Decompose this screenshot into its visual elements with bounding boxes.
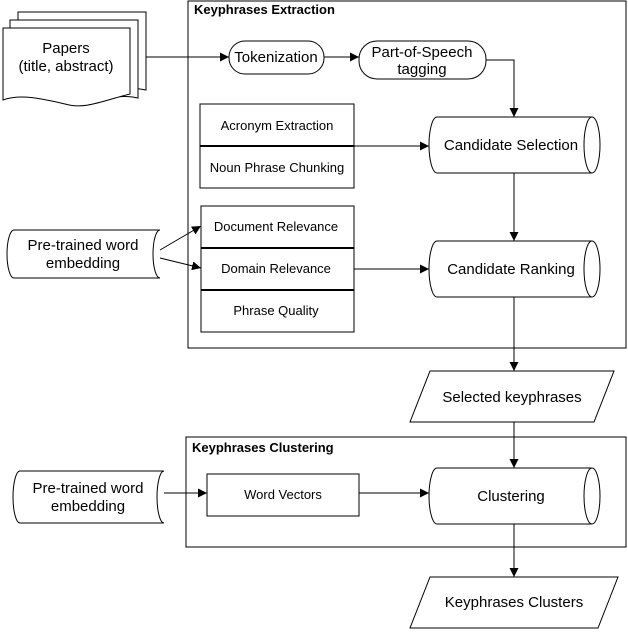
selected-keyphrases-node: Selected keyphrases [409, 370, 615, 423]
pos-tagging-label-line1: Part-of-Speech [372, 44, 473, 61]
pretrained-embedding-node-1: Pre-trained word embedding [6, 229, 161, 279]
keyphrases-clustering-section: Keyphrases Clustering [185, 436, 627, 548]
noun-phrase-chunking-label: Noun Phrase Chunking [210, 160, 344, 175]
papers-document-stack: Papers (title, abstract) [2, 11, 147, 107]
papers-label: Papers [42, 40, 90, 57]
clustering-node: Clustering [428, 467, 601, 525]
domain-relevance-label: Domain Relevance [221, 261, 331, 276]
selected-keyphrases-label: Selected keyphrases [442, 389, 581, 406]
domain-relevance-box: Domain Relevance [200, 247, 355, 291]
candidate-selection-node: Candidate Selection [428, 116, 601, 174]
clustering-label: Clustering [477, 488, 545, 505]
acronym-extraction-box: Acronym Extraction [199, 103, 355, 147]
candidate-ranking-label: Candidate Ranking [447, 261, 575, 278]
papers-sublabel: (title, abstract) [18, 58, 113, 75]
document-relevance-label: Document Relevance [214, 219, 338, 234]
keyphrases-extraction-section: Keyphrases Extraction [187, 0, 627, 349]
pos-tagging-node: Part-of-Speech tagging [358, 40, 487, 80]
candidate-selection-label: Candidate Selection [444, 137, 578, 154]
tokenization-node: Tokenization [228, 40, 325, 75]
noun-phrase-chunking-box: Noun Phrase Chunking [199, 145, 355, 189]
phrase-quality-label: Phrase Quality [233, 303, 319, 318]
embedding-1-label-line1: Pre-trained word [28, 237, 139, 254]
arrow-embedding-to-document-relevance [159, 225, 202, 251]
clustering-section-title: Keyphrases Clustering [192, 440, 334, 455]
pos-tagging-label-line2: tagging [397, 61, 446, 78]
phrase-quality-box: Phrase Quality [200, 289, 355, 333]
tokenization-label: Tokenization [234, 49, 317, 66]
word-vectors-box: Word Vectors [206, 473, 360, 517]
acronym-extraction-label: Acronym Extraction [221, 118, 334, 133]
arrow-pos-to-candidate-selection [486, 59, 519, 117]
embedding-1-label-line2: embedding [46, 255, 120, 272]
candidate-ranking-node: Candidate Ranking [428, 240, 601, 298]
embedding-2-label-line1: Pre-trained word [33, 480, 144, 497]
pretrained-embedding-node-2: Pre-trained word embedding [12, 470, 165, 524]
keyphrases-clusters-node: Keyphrases Clusters [409, 576, 619, 629]
extraction-section-title: Keyphrases Extraction [194, 2, 335, 17]
arrow-embedding-to-domain-relevance [159, 257, 202, 271]
document-relevance-box: Document Relevance [200, 205, 355, 249]
connectors [146, 52, 519, 577]
embedding-2-label-line2: embedding [51, 498, 125, 515]
keyphrases-clusters-label: Keyphrases Clusters [445, 594, 583, 611]
word-vectors-label: Word Vectors [244, 487, 322, 502]
